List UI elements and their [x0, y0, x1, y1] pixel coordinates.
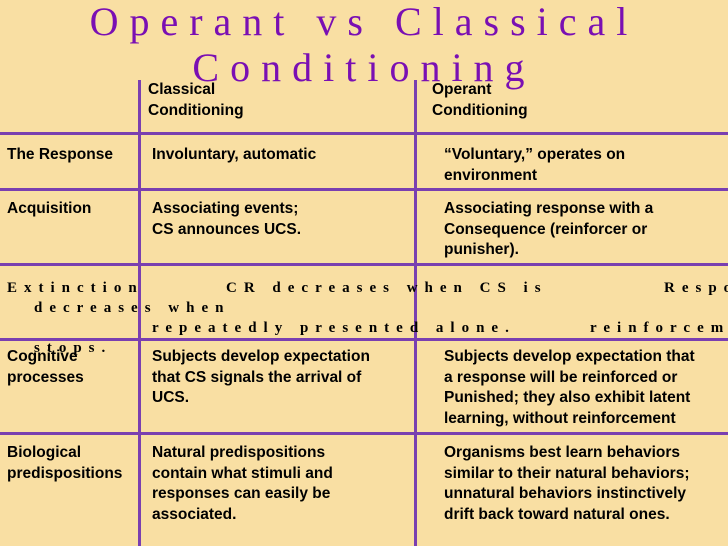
row-divider-4 — [0, 338, 728, 341]
response-operant-line-2: environment — [444, 166, 538, 184]
acquisition-classical-line-1: Associating events; — [152, 200, 299, 217]
cognitive-classical: Subjects develop expectation that CS sig… — [152, 347, 370, 409]
header-operant-line-1: Operant — [432, 81, 492, 98]
biological-classical-line-2: contain what stimuli and — [152, 464, 333, 482]
acquisition-operant-line-1: Associating response with a — [444, 200, 654, 217]
row-divider-5 — [0, 432, 728, 435]
row-label-response: The Response — [7, 146, 113, 163]
column-divider-1 — [138, 80, 141, 546]
biological-operant-line-3: unnatural behaviors instinctively — [444, 485, 687, 502]
extinction-operant: Respo — [664, 280, 728, 296]
header-classical-line-1: Classical — [148, 81, 216, 98]
row-label-biological-line-2: predispositions — [7, 464, 123, 482]
header-operant: Operant Conditioning — [432, 80, 528, 121]
cognitive-classical-line-1: Subjects develop expectation — [152, 348, 370, 365]
extinction-classical-cont: repeatedly presented alone. — [152, 320, 516, 336]
biological-operant-line-4: drift back toward natural ones. — [444, 505, 670, 523]
cognitive-operant-line-2: a response will be reinforced or — [444, 368, 678, 386]
row-label-extinction: Extinction — [7, 280, 144, 296]
row-label-acquisition: Acquisition — [7, 200, 92, 217]
response-operant-line-1: “Voluntary,” operates on — [444, 146, 626, 163]
row-label-cognitive-line-1: Cognitive — [7, 348, 78, 365]
header-classical: Classical Conditioning — [148, 80, 244, 121]
cognitive-operant-line-3: Punished; they also exhibit latent — [444, 389, 691, 406]
cognitive-classical-line-3: UCS. — [152, 389, 190, 406]
biological-classical: Natural predispositions contain what sti… — [152, 443, 333, 525]
cognitive-operant-line-1: Subjects develop expectation that — [444, 348, 695, 365]
row-label-cognitive-line-2: processes — [7, 368, 84, 386]
cognitive-classical-line-2: that CS signals the arrival of — [152, 368, 362, 386]
row-divider-2 — [0, 188, 728, 191]
biological-operant-line-2: similar to their natural behaviors; — [444, 464, 690, 482]
acquisition-operant: Associating response with a Consequence … — [444, 199, 653, 261]
acquisition-classical: Associating events; CS announces UCS. — [152, 199, 301, 240]
response-classical: Involuntary, automatic — [152, 146, 317, 163]
biological-operant-line-1: Organisms best learn behaviors — [444, 444, 681, 461]
header-operant-line-2: Conditioning — [432, 101, 528, 119]
slide-title-line-1: Operant vs Classical — [89, 0, 639, 44]
biological-operant: Organisms best learn behaviors similar t… — [444, 443, 689, 525]
biological-classical-line-4: associated. — [152, 505, 237, 523]
column-divider-2 — [414, 80, 417, 546]
slide-title-line-2: Conditioning — [192, 45, 536, 90]
row-label-cognitive: Cognitive processes — [7, 347, 84, 388]
acquisition-operant-line-3: punisher). — [444, 241, 519, 258]
row-label-biological-line-1: Biological — [7, 444, 82, 461]
cognitive-operant-line-4: learning, without reinforcement — [444, 409, 676, 427]
cognitive-operant: Subjects develop expectation that a resp… — [444, 347, 695, 429]
biological-classical-line-1: Natural predispositions — [152, 444, 326, 461]
row-label-extinction-cont-2: stops. — [34, 340, 113, 356]
acquisition-classical-line-2: CS announces UCS. — [152, 220, 301, 238]
biological-classical-line-3: responses can easily be — [152, 485, 331, 502]
row-divider-1 — [0, 132, 728, 135]
extinction-operant-cont: reinforceme — [590, 320, 728, 336]
row-label-extinction-cont: decreases when — [34, 300, 231, 316]
row-label-biological: Biological predispositions — [7, 443, 122, 484]
row-divider-3 — [0, 263, 728, 266]
response-operant: “Voluntary,” operates on environment — [444, 145, 625, 186]
acquisition-operant-line-2: Consequence (reinforcer or — [444, 220, 648, 238]
extinction-classical: CR decreases when CS is — [226, 280, 548, 296]
header-classical-line-2: Conditioning — [148, 101, 244, 119]
